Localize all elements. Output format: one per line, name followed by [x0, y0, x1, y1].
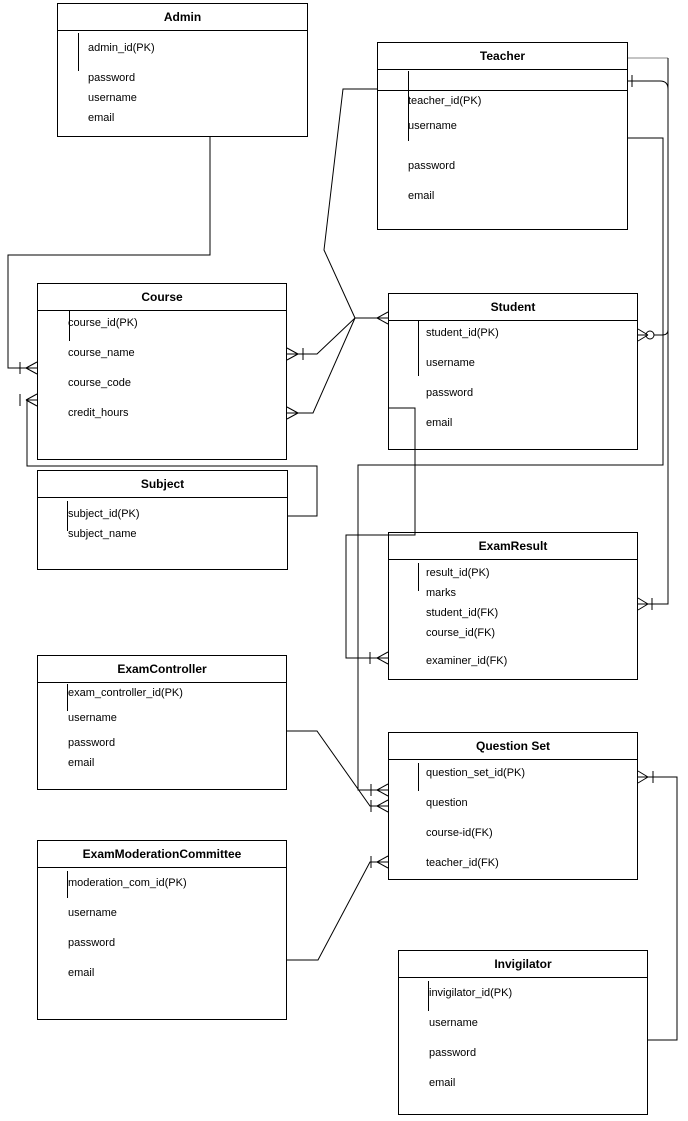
edge-moderation-questionset[interactable] — [287, 855, 389, 961]
entity-teacher[interactable]: Teacher teacher_id(PK) username password… — [377, 42, 628, 230]
entity-student[interactable]: Student student_id(PK) username password… — [388, 293, 638, 450]
entity-exam-moderation-committee-title: ExamModerationCommittee — [38, 841, 286, 868]
entity-exam-moderation-committee[interactable]: ExamModerationCommittee moderation_com_i… — [37, 840, 287, 1020]
entity-invigilator-title: Invigilator — [399, 951, 647, 978]
pk-divider — [408, 71, 409, 141]
entity-question-set[interactable]: Question Set question_set_id(PK) questio… — [388, 732, 638, 880]
pk-divider — [78, 33, 79, 71]
field-username: username — [408, 120, 457, 132]
field-course-id: course_id(PK) — [68, 317, 138, 329]
field-username: username — [88, 92, 137, 104]
pk-divider — [67, 871, 68, 898]
field-email: email — [68, 967, 95, 979]
field-email: email — [88, 112, 115, 124]
entity-exam-result[interactable]: ExamResult result_id(PK) marks student_i… — [388, 532, 638, 680]
field-password: password — [408, 160, 456, 172]
field-course-code: course_code — [68, 377, 131, 389]
field-course-name: course_name — [68, 347, 135, 359]
field-username: username — [429, 1017, 478, 1029]
field-teacher-id-fk: teacher_id(FK) — [426, 857, 499, 869]
field-course-id-fk: course-id(FK) — [426, 827, 493, 839]
pk-divider — [67, 684, 68, 711]
edge-teacher-student-left[interactable] — [323, 88, 377, 319]
field-invigilator-id: invigilator_id(PK) — [429, 987, 513, 999]
field-question-set-id: question_set_id(PK) — [426, 767, 526, 779]
field-exam-controller-id: exam_controller_id(PK) — [68, 687, 183, 699]
row-divider — [378, 90, 627, 91]
field-password: password — [88, 72, 136, 84]
entity-course[interactable]: Course course_id(PK) course_name course_… — [37, 283, 287, 460]
field-email: email — [426, 417, 453, 429]
field-email: email — [408, 190, 435, 202]
field-password: password — [426, 387, 474, 399]
field-admin-id: admin_id(PK) — [88, 42, 155, 54]
field-teacher-id: teacher_id(PK) — [408, 95, 482, 107]
field-subject-name: subject_name — [68, 528, 137, 540]
entity-exam-result-title: ExamResult — [389, 533, 637, 560]
entity-course-title: Course — [38, 284, 286, 311]
entity-invigilator[interactable]: Invigilator invigilator_id(PK) username … — [398, 950, 648, 1115]
field-email: email — [429, 1077, 456, 1089]
edge-course-student-2[interactable] — [286, 317, 356, 420]
field-subject-id: subject_id(PK) — [68, 508, 140, 520]
pk-divider — [418, 563, 419, 591]
field-course-fk: course_id(FK) — [426, 627, 496, 639]
pk-divider — [418, 763, 419, 791]
field-username: username — [426, 357, 475, 369]
entity-subject-title: Subject — [38, 471, 287, 498]
pk-divider — [418, 321, 419, 376]
entity-exam-controller-title: ExamController — [38, 656, 286, 683]
field-student-fk: student_id(FK) — [426, 607, 499, 619]
entity-exam-controller[interactable]: ExamController exam_controller_id(PK) us… — [37, 655, 287, 790]
field-credit-hours: credit_hours — [68, 407, 129, 419]
entity-teacher-title: Teacher — [378, 43, 627, 70]
field-moderation-com-id: moderation_com_id(PK) — [68, 877, 187, 889]
field-password: password — [68, 737, 116, 749]
field-username: username — [68, 712, 117, 724]
field-marks: marks — [426, 587, 456, 599]
field-result-id: result_id(PK) — [426, 567, 490, 579]
entity-subject[interactable]: Subject subject_id(PK) subject_name — [37, 470, 288, 570]
pk-divider — [428, 981, 429, 1011]
entity-admin[interactable]: Admin admin_id(PK) password username ema… — [57, 3, 308, 137]
field-examiner-fk: examiner_id(FK) — [426, 655, 508, 667]
field-question: question — [426, 797, 468, 809]
field-student-id: student_id(PK) — [426, 327, 499, 339]
edge-examcontroller-questionset[interactable] — [287, 730, 389, 813]
entity-student-title: Student — [389, 294, 637, 321]
entity-admin-title: Admin — [58, 4, 307, 31]
edge-teacher-questionset[interactable] — [357, 137, 664, 797]
field-username: username — [68, 907, 117, 919]
field-password: password — [68, 937, 116, 949]
edge-course-student[interactable] — [286, 311, 389, 361]
field-password: password — [429, 1047, 477, 1059]
entity-question-set-title: Question Set — [389, 733, 637, 760]
field-email: email — [68, 757, 95, 769]
